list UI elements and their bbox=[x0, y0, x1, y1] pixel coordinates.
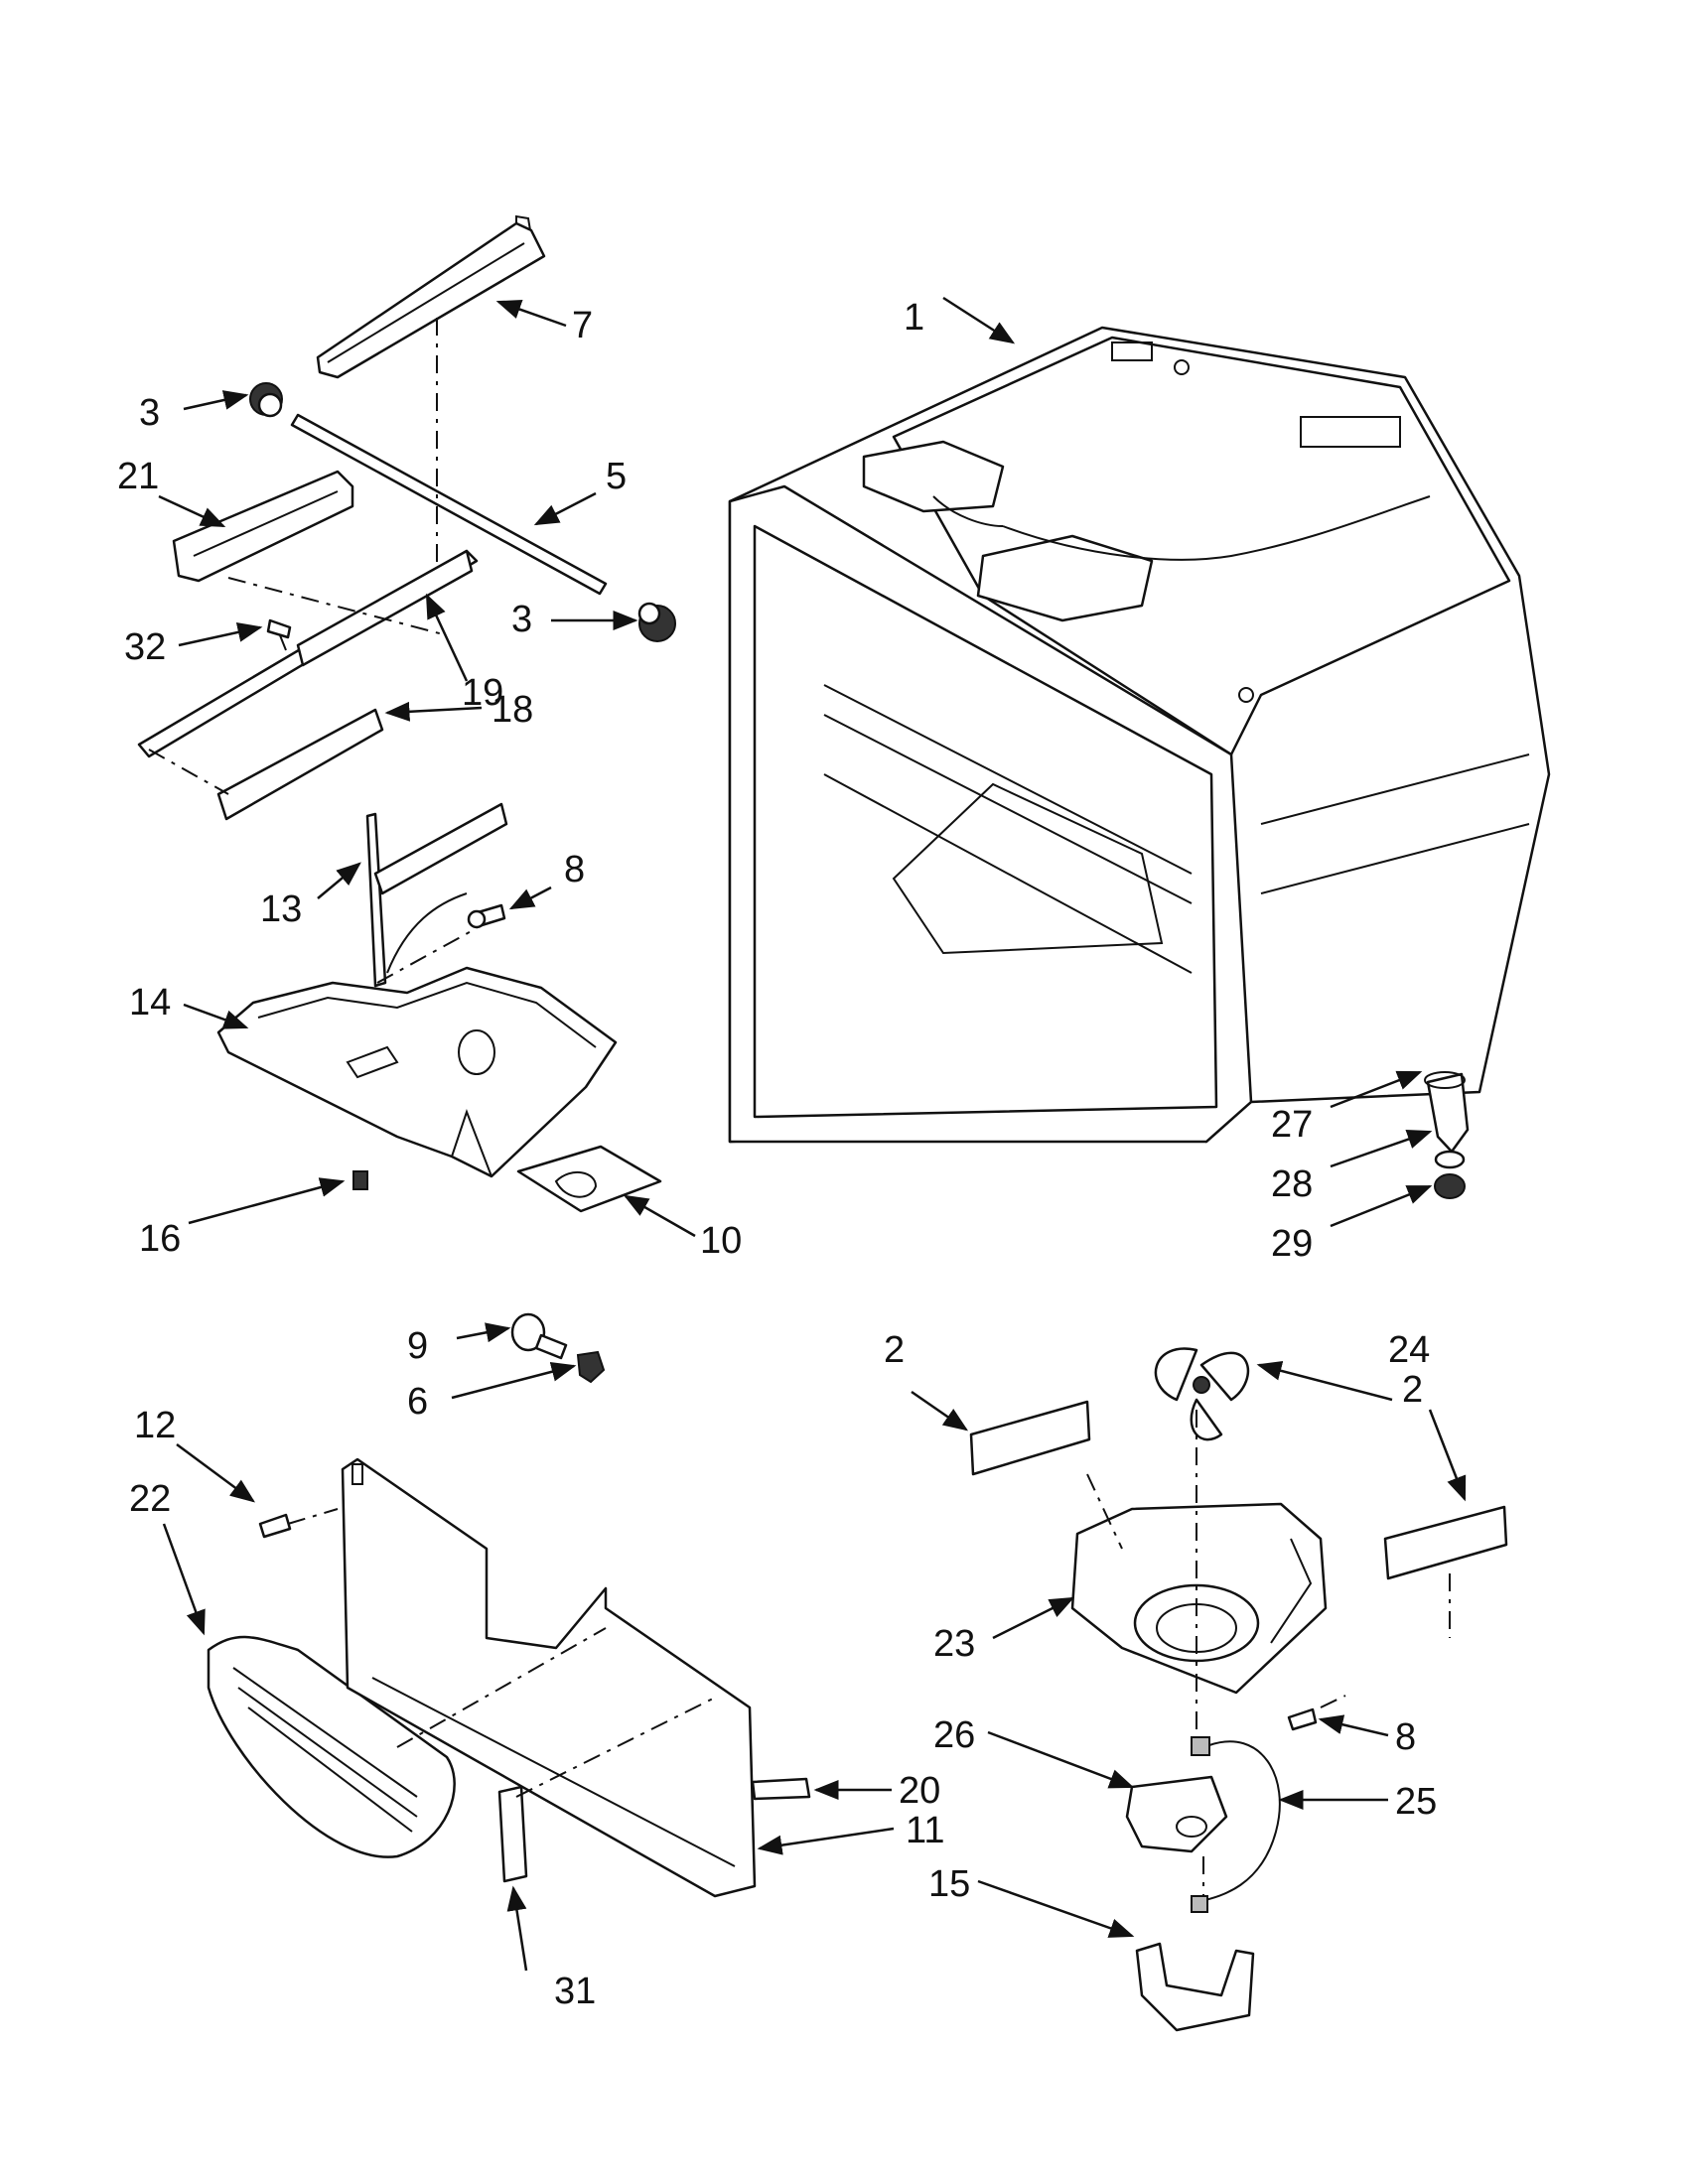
callout-11: 11 bbox=[906, 1810, 944, 1851]
callout-3-lower: 3 bbox=[511, 599, 532, 640]
callout-31: 31 bbox=[554, 1971, 596, 2012]
part-29-roller bbox=[1434, 1173, 1466, 1199]
part-32-screw bbox=[266, 618, 292, 651]
callout-29: 29 bbox=[1271, 1223, 1313, 1265]
part-26-fan-motor bbox=[1125, 1736, 1228, 1853]
part-9-bulb bbox=[510, 1312, 568, 1360]
callout-14: 14 bbox=[129, 982, 171, 1024]
callout-27: 27 bbox=[1271, 1104, 1313, 1146]
callout-24: 24 bbox=[1388, 1329, 1430, 1371]
callout-labels: 1 7 3 5 21 3 19 32 18 13 8 14 16 10 9 6 … bbox=[117, 297, 1437, 2012]
part-25-wire bbox=[1200, 1740, 1281, 1902]
part-1-freezer-liner bbox=[728, 326, 1551, 1144]
part-22-grille bbox=[207, 1635, 456, 1858]
callout-10: 10 bbox=[700, 1220, 742, 1262]
callout-8-lower: 8 bbox=[1395, 1716, 1416, 1758]
part-12-screw bbox=[258, 1513, 292, 1539]
callout-8-upper: 8 bbox=[564, 849, 585, 890]
part-15-motor-bracket bbox=[1135, 1895, 1255, 2032]
part-5-rod bbox=[290, 413, 608, 596]
part-27-roller-housing bbox=[1424, 1071, 1470, 1154]
part-2-pad-left bbox=[969, 1400, 1091, 1476]
callout-20: 20 bbox=[899, 1770, 940, 1812]
part-7-rail bbox=[316, 214, 546, 379]
callout-5: 5 bbox=[606, 456, 627, 497]
part-24-fan-blade bbox=[1154, 1347, 1250, 1441]
callout-9: 9 bbox=[407, 1325, 428, 1367]
part-2-pad-right bbox=[1383, 1505, 1508, 1580]
part-23-fan-shroud bbox=[1070, 1502, 1328, 1695]
part-21-bracket bbox=[172, 470, 354, 583]
callout-13: 13 bbox=[260, 888, 302, 930]
part-16-switch bbox=[352, 1170, 368, 1190]
part-18-lower-rail bbox=[216, 708, 384, 821]
part-10-shield bbox=[516, 1145, 662, 1213]
part-14-light-housing bbox=[216, 966, 618, 1178]
callout-32: 32 bbox=[124, 626, 166, 668]
callout-7: 7 bbox=[572, 305, 593, 346]
callout-19: 19 bbox=[462, 672, 503, 714]
part-8-screw-upper bbox=[467, 903, 506, 929]
callout-3-upper: 3 bbox=[139, 392, 160, 434]
part-28-washer bbox=[1434, 1150, 1466, 1169]
part-3-gear-lower bbox=[637, 602, 676, 642]
callout-16: 16 bbox=[139, 1218, 181, 1260]
part-31-damper bbox=[497, 1785, 528, 1883]
alignment-lines bbox=[148, 318, 1451, 1896]
callout-6: 6 bbox=[407, 1381, 428, 1423]
callout-23: 23 bbox=[933, 1623, 975, 1665]
part-3-gear-upper bbox=[249, 382, 283, 418]
callout-15: 15 bbox=[928, 1863, 970, 1905]
callout-2-left: 2 bbox=[884, 1329, 905, 1371]
callout-28: 28 bbox=[1271, 1163, 1313, 1205]
callout-25: 25 bbox=[1395, 1781, 1437, 1823]
part-11-panel bbox=[341, 1457, 757, 1898]
part-6-socket bbox=[576, 1350, 606, 1384]
callout-2-right: 2 bbox=[1402, 1369, 1423, 1411]
callout-21: 21 bbox=[117, 456, 159, 497]
callout-18: 18 bbox=[492, 689, 533, 731]
callout-1: 1 bbox=[904, 297, 924, 339]
callout-22: 22 bbox=[129, 1478, 171, 1520]
part-13-bracket bbox=[365, 802, 508, 988]
callout-26: 26 bbox=[933, 1714, 975, 1756]
callout-12: 12 bbox=[134, 1405, 176, 1446]
part-8-screw-lower bbox=[1287, 1707, 1318, 1731]
leader-arrows bbox=[158, 296, 1467, 1972]
part-19-slide-rail bbox=[137, 549, 479, 758]
part-20-strip bbox=[751, 1777, 811, 1801]
